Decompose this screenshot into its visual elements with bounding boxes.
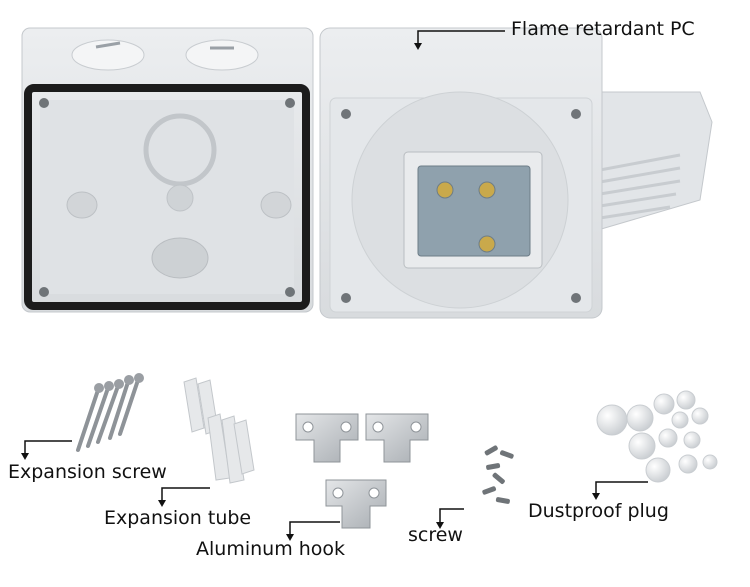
label-dustproof-plug: Dustproof plug — [528, 500, 669, 522]
small-screws — [482, 445, 514, 504]
callout-arrowheads — [21, 43, 600, 541]
junction-box-base — [21, 27, 314, 313]
label-expansion-screw: Expansion screw — [8, 461, 167, 483]
expansion-screws — [76, 373, 144, 452]
label-flame-retardant-pc: Flame retardant PC — [511, 18, 695, 40]
aluminum-hooks — [295, 413, 429, 529]
gasket — [24, 84, 310, 310]
socket-insert — [417, 165, 531, 257]
dustproof-plugs — [596, 390, 718, 483]
callout-lines — [24, 30, 648, 537]
label-aluminum-hook: Aluminum hook — [196, 538, 346, 560]
label-screw: screw — [408, 524, 463, 546]
expansion-tubes — [183, 377, 255, 484]
junction-box-lid — [319, 27, 713, 319]
label-expansion-tube: Expansion tube — [104, 507, 252, 529]
